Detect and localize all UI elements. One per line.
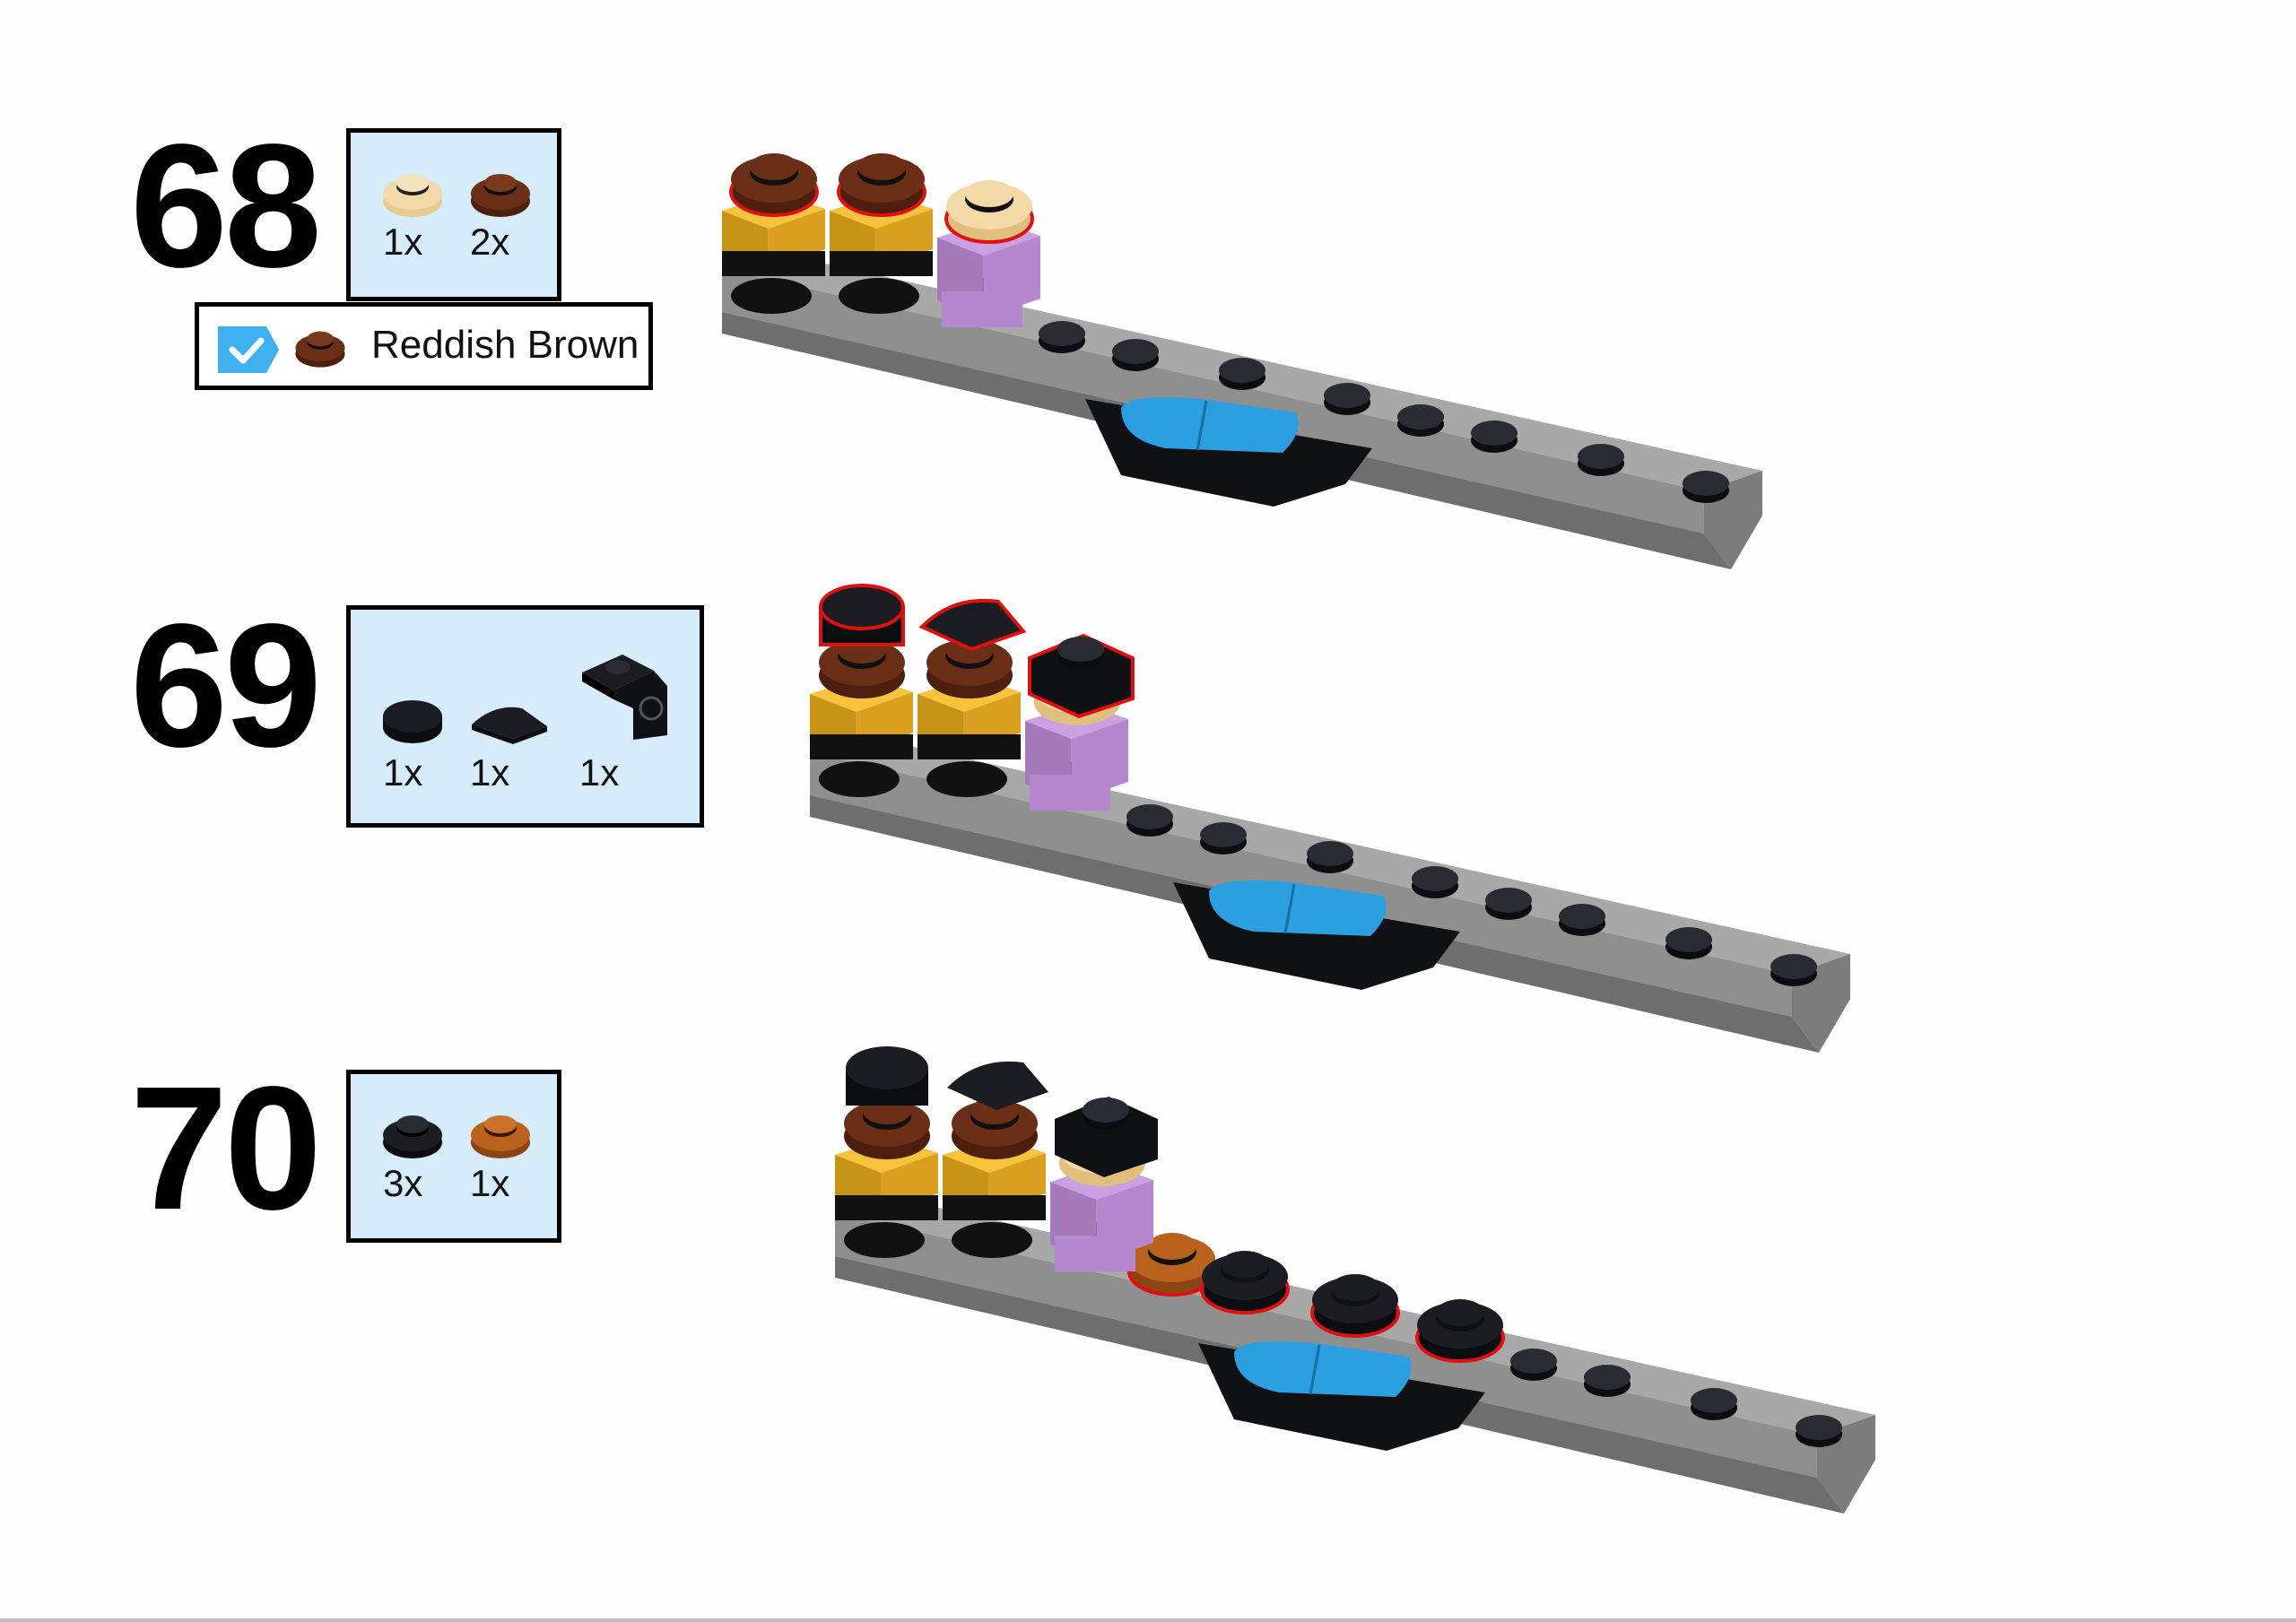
step-number-70: 70 xyxy=(130,1050,322,1246)
round-plate xyxy=(844,1097,930,1159)
color-filter-label: Reddish Brown xyxy=(371,323,639,367)
round-plate xyxy=(1310,1274,1400,1338)
part-qty: 1x xyxy=(383,221,423,263)
round-plate xyxy=(729,153,819,217)
round-plate-tan-icon xyxy=(383,174,442,217)
step-number-69: 69 xyxy=(130,587,322,784)
round-plate-orange-icon xyxy=(471,1115,530,1158)
page-bottom-border xyxy=(0,1618,2296,1622)
round-plate xyxy=(1127,1233,1217,1297)
part-qty: 3x xyxy=(383,1162,423,1204)
bracket-black-icon xyxy=(582,655,667,740)
quarter-tile-black-icon xyxy=(472,707,547,744)
round-plate xyxy=(1415,1299,1505,1363)
part-qty: 1x xyxy=(470,751,510,794)
color-filter-reddish-brown[interactable]: Reddish Brown xyxy=(195,302,653,390)
part-qty: 1x xyxy=(470,1162,510,1204)
round-plate-black-icon xyxy=(383,1115,442,1158)
part-qty: 1x xyxy=(383,751,423,794)
round-plate-reddish-brown-icon xyxy=(471,174,530,217)
model-step-69 xyxy=(810,584,1850,1053)
round-plate xyxy=(944,180,1034,244)
part-qty: 2x xyxy=(470,221,510,263)
part-qty: 1x xyxy=(579,751,620,794)
round-plate xyxy=(1200,1251,1290,1314)
checkbox-checked-icon[interactable] xyxy=(214,325,283,375)
round-plate-reddish-brown-icon xyxy=(295,331,345,368)
step-number-68: 68 xyxy=(130,108,322,304)
round-tile-black-icon xyxy=(383,700,442,743)
parts-callout-step-69: 1x 1x 1x xyxy=(346,605,704,828)
round-plate xyxy=(952,1097,1038,1159)
parts-callout-step-70: 3x 1x xyxy=(346,1070,561,1243)
parts-callout-step-68: 1x 2x xyxy=(346,128,561,301)
model-step-68 xyxy=(722,153,1762,569)
round-plate xyxy=(837,153,926,217)
model-step-70 xyxy=(835,1046,1875,1514)
